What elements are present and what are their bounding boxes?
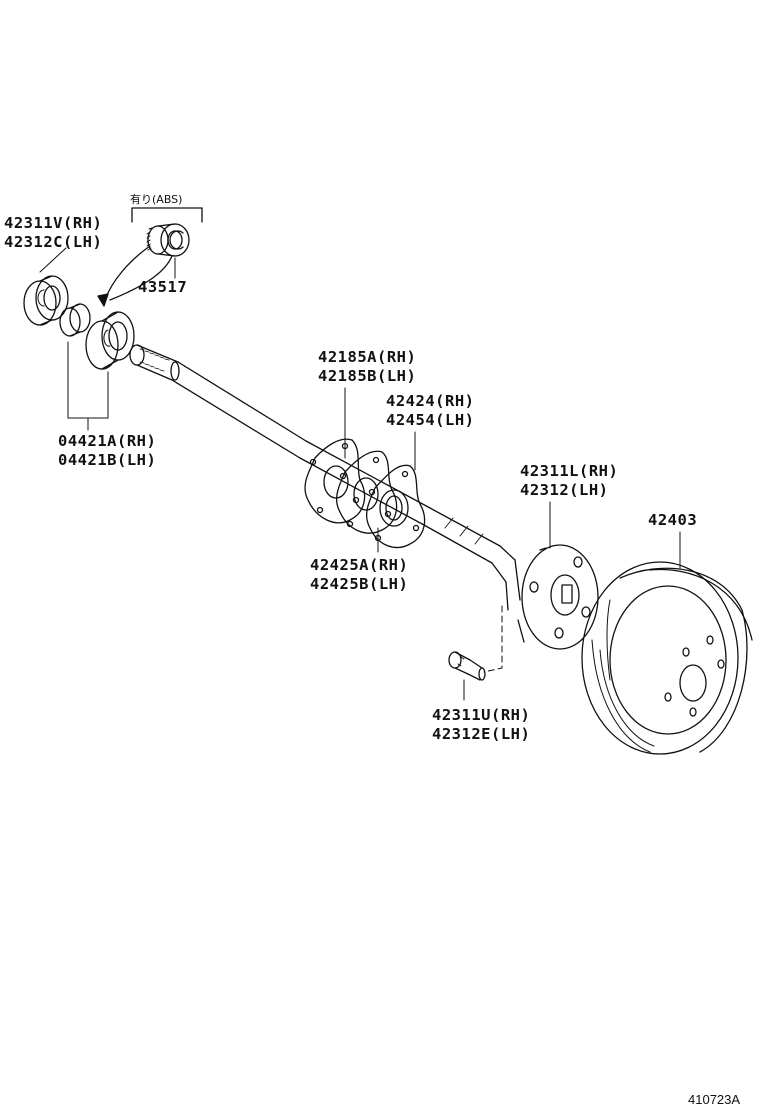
label-oil-seal-rh: 42311V(RH) <box>4 214 103 232</box>
label-retainer-gasket-lh: 42425B(LH) <box>310 575 409 593</box>
label-abs-rotor-no: 43517 <box>138 278 188 296</box>
abs-arrows <box>98 246 172 306</box>
label-brake-drum: 42403 <box>648 511 697 530</box>
hub-bolt-drawing <box>449 652 485 680</box>
label-oil-seal-lh: 42312C(LH) <box>4 233 103 251</box>
axle-shaft-drawing <box>130 345 520 610</box>
axle-flange-drawing <box>518 545 598 649</box>
label-gasket-a: 42185A(RH) 42185B(LH) <box>318 348 416 386</box>
label-hub-bolt: 42311U(RH) 42312E(LH) <box>432 706 530 744</box>
label-gasket-a-rh: 42185A(RH) <box>318 348 417 366</box>
label-bearing-rh: 04421A(RH) <box>58 432 157 450</box>
abs-rotor-drawing <box>147 224 189 256</box>
gasket-plates-drawing <box>305 439 425 547</box>
label-retainer-gasket-rh: 42425A(RH) <box>310 556 409 574</box>
label-oil-seal: 42311V(RH) 42312C(LH) <box>4 214 102 252</box>
abs-note: 有り(ABS) <box>130 193 183 206</box>
label-retainer-gasket: 42425A(RH) 42425B(LH) <box>310 556 408 594</box>
label-brake-drum-no: 42403 <box>648 511 698 529</box>
alignment-dashed-line <box>484 606 502 672</box>
abs-bracket <box>132 208 202 222</box>
label-gasket-a-lh: 42185B(LH) <box>318 367 417 385</box>
label-hub-bolt-rh: 42311U(RH) <box>432 706 531 724</box>
label-retainer-plate-rh: 42424(RH) <box>386 392 475 410</box>
label-bearing-lh: 04421B(LH) <box>58 451 157 469</box>
label-retainer-plate: 42424(RH) 42454(LH) <box>386 392 475 430</box>
label-abs-rotor: 43517 <box>138 278 187 297</box>
bearing-drawing <box>86 312 134 369</box>
label-hub-bolt-lh: 42312E(LH) <box>432 725 531 743</box>
label-axle-shaft-lh: 42312(LH) <box>520 481 609 499</box>
label-bearing: 04421A(RH) 04421B(LH) <box>58 432 156 470</box>
label-axle-shaft: 42311L(RH) 42312(LH) <box>520 462 618 500</box>
label-axle-shaft-rh: 42311L(RH) <box>520 462 619 480</box>
oil-seal-drawing <box>24 276 68 325</box>
brake-drum-drawing <box>582 562 752 754</box>
bearing-race-drawing <box>60 304 90 336</box>
figure-code: 410723A <box>688 1092 741 1107</box>
label-retainer-plate-lh: 42454(LH) <box>386 411 475 429</box>
